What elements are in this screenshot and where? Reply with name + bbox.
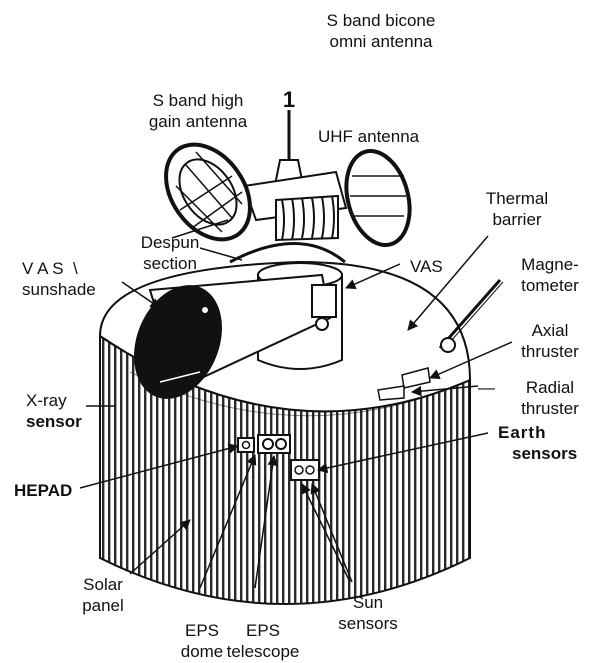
label-uhf-antenna: UHF antenna: [318, 126, 419, 147]
label-radial-dash: —: [478, 377, 495, 398]
label-magnetometer: Magne- tometer: [500, 254, 600, 296]
label-radial-thruster: Radial thruster: [500, 377, 600, 419]
label-eps-telescope: EPS telescope: [208, 620, 318, 662]
label-solar-panel: Solar panel: [58, 574, 148, 616]
antenna-number-1: 1: [283, 87, 295, 112]
label-xray: X-ray: [26, 390, 67, 411]
label-hepad: HEPAD: [14, 480, 72, 501]
label-vas-sunshade: V A S \ sunshade: [22, 258, 96, 300]
label-earth: Earth: [498, 422, 546, 443]
label-vas: VAS: [410, 256, 443, 277]
right-dish-antenna: [337, 144, 420, 252]
label-despun-section: Despun section: [120, 232, 220, 274]
label-axial-thruster: Axial thruster: [500, 320, 600, 362]
uhf-antenna-coil: [276, 196, 338, 240]
label-sun-sensors: Sun sensors: [318, 592, 418, 634]
label-xray-sensor: sensor: [26, 411, 82, 432]
label-s-band-high-gain-antenna: S band high gain antenna: [128, 90, 268, 132]
label-earth-sensors: sensors: [512, 443, 577, 464]
label-s-band-bicone-omni-antenna: S band bicone omni antenna: [306, 10, 456, 52]
label-thermal-barrier: Thermal barrier: [462, 188, 572, 230]
